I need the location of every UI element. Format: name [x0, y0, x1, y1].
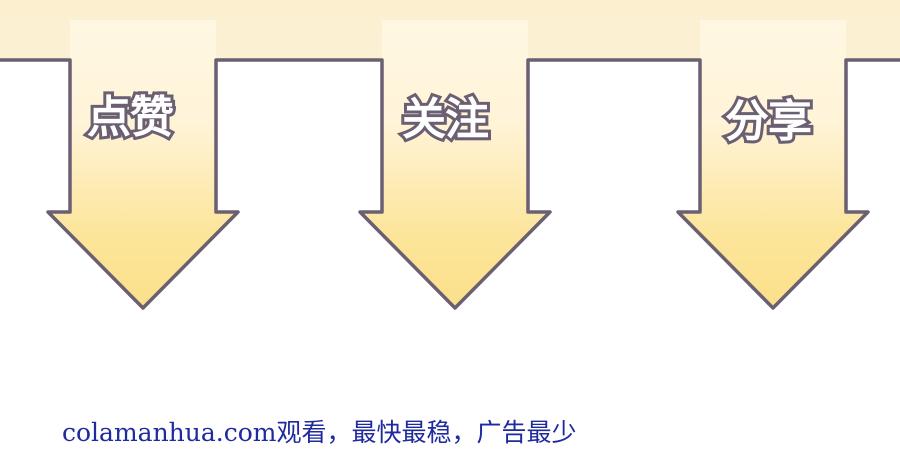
- footer-notice: colamanhua.com观看，最快最稳，广告最少: [62, 418, 577, 447]
- like-label: 点赞: [84, 92, 177, 143]
- banner-outline: [0, 58, 900, 310]
- follow-label: 关注: [399, 94, 492, 145]
- banner-art: [0, 0, 900, 310]
- arrow-share: [678, 20, 868, 308]
- share-label: 分享: [722, 96, 815, 147]
- arrow-follow: [360, 20, 550, 308]
- arrow-like: [48, 20, 238, 308]
